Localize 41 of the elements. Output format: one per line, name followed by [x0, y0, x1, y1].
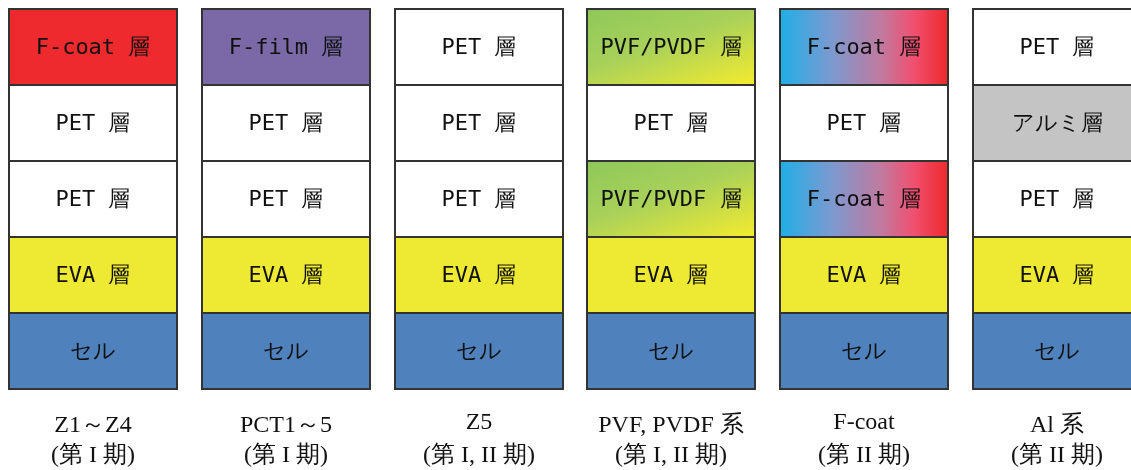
column-caption: PVF, PVDF 系 [598, 410, 744, 439]
layer-box: PET 層 [394, 84, 564, 162]
layer-box: セル [779, 312, 949, 390]
layer-box: PET 層 [8, 84, 178, 162]
column-caption: (第 I 期) [244, 440, 328, 469]
column-caption: F-coat [833, 408, 895, 435]
layer-box: アルミ層 [972, 84, 1131, 162]
layer-box: EVA 層 [972, 236, 1131, 314]
column-caption: Z1～Z4 [54, 410, 132, 439]
column-caption: (第 I, II 期) [423, 440, 535, 469]
layer-box: PET 層 [201, 84, 371, 162]
layer-box: EVA 層 [779, 236, 949, 314]
layer-box: EVA 層 [586, 236, 756, 314]
layer-box: PET 層 [586, 84, 756, 162]
column-caption: Z5 [465, 408, 493, 435]
layer-box: PET 層 [779, 84, 949, 162]
column-caption: PCT1～5 [240, 410, 332, 439]
layer-box: PVF/PVDF 層 [586, 160, 756, 238]
layer-box: EVA 層 [8, 236, 178, 314]
layer-box: F-coat 層 [779, 160, 949, 238]
layer-box: PET 層 [972, 8, 1131, 86]
column-caption: (第 I 期) [51, 440, 135, 469]
layer-box: セル [394, 312, 564, 390]
layer-box: PET 層 [201, 160, 371, 238]
layer-box: セル [8, 312, 178, 390]
layer-box: PVF/PVDF 層 [586, 8, 756, 86]
layer-box: F-coat 層 [8, 8, 178, 86]
column-caption: (第 II 期) [1011, 440, 1103, 469]
layer-box: F-film 層 [201, 8, 371, 86]
layer-box: EVA 層 [394, 236, 564, 314]
layer-box: PET 層 [394, 160, 564, 238]
layer-box: セル [201, 312, 371, 390]
column-caption: (第 II 期) [818, 440, 910, 469]
layer-box: EVA 層 [201, 236, 371, 314]
layer-box: セル [586, 312, 756, 390]
layer-box: PET 層 [394, 8, 564, 86]
layer-box: セル [972, 312, 1131, 390]
column-caption: (第 I, II 期) [615, 440, 727, 469]
layer-box: PET 層 [8, 160, 178, 238]
column-caption: Al 系 [1030, 410, 1084, 439]
layer-box: F-coat 層 [779, 8, 949, 86]
